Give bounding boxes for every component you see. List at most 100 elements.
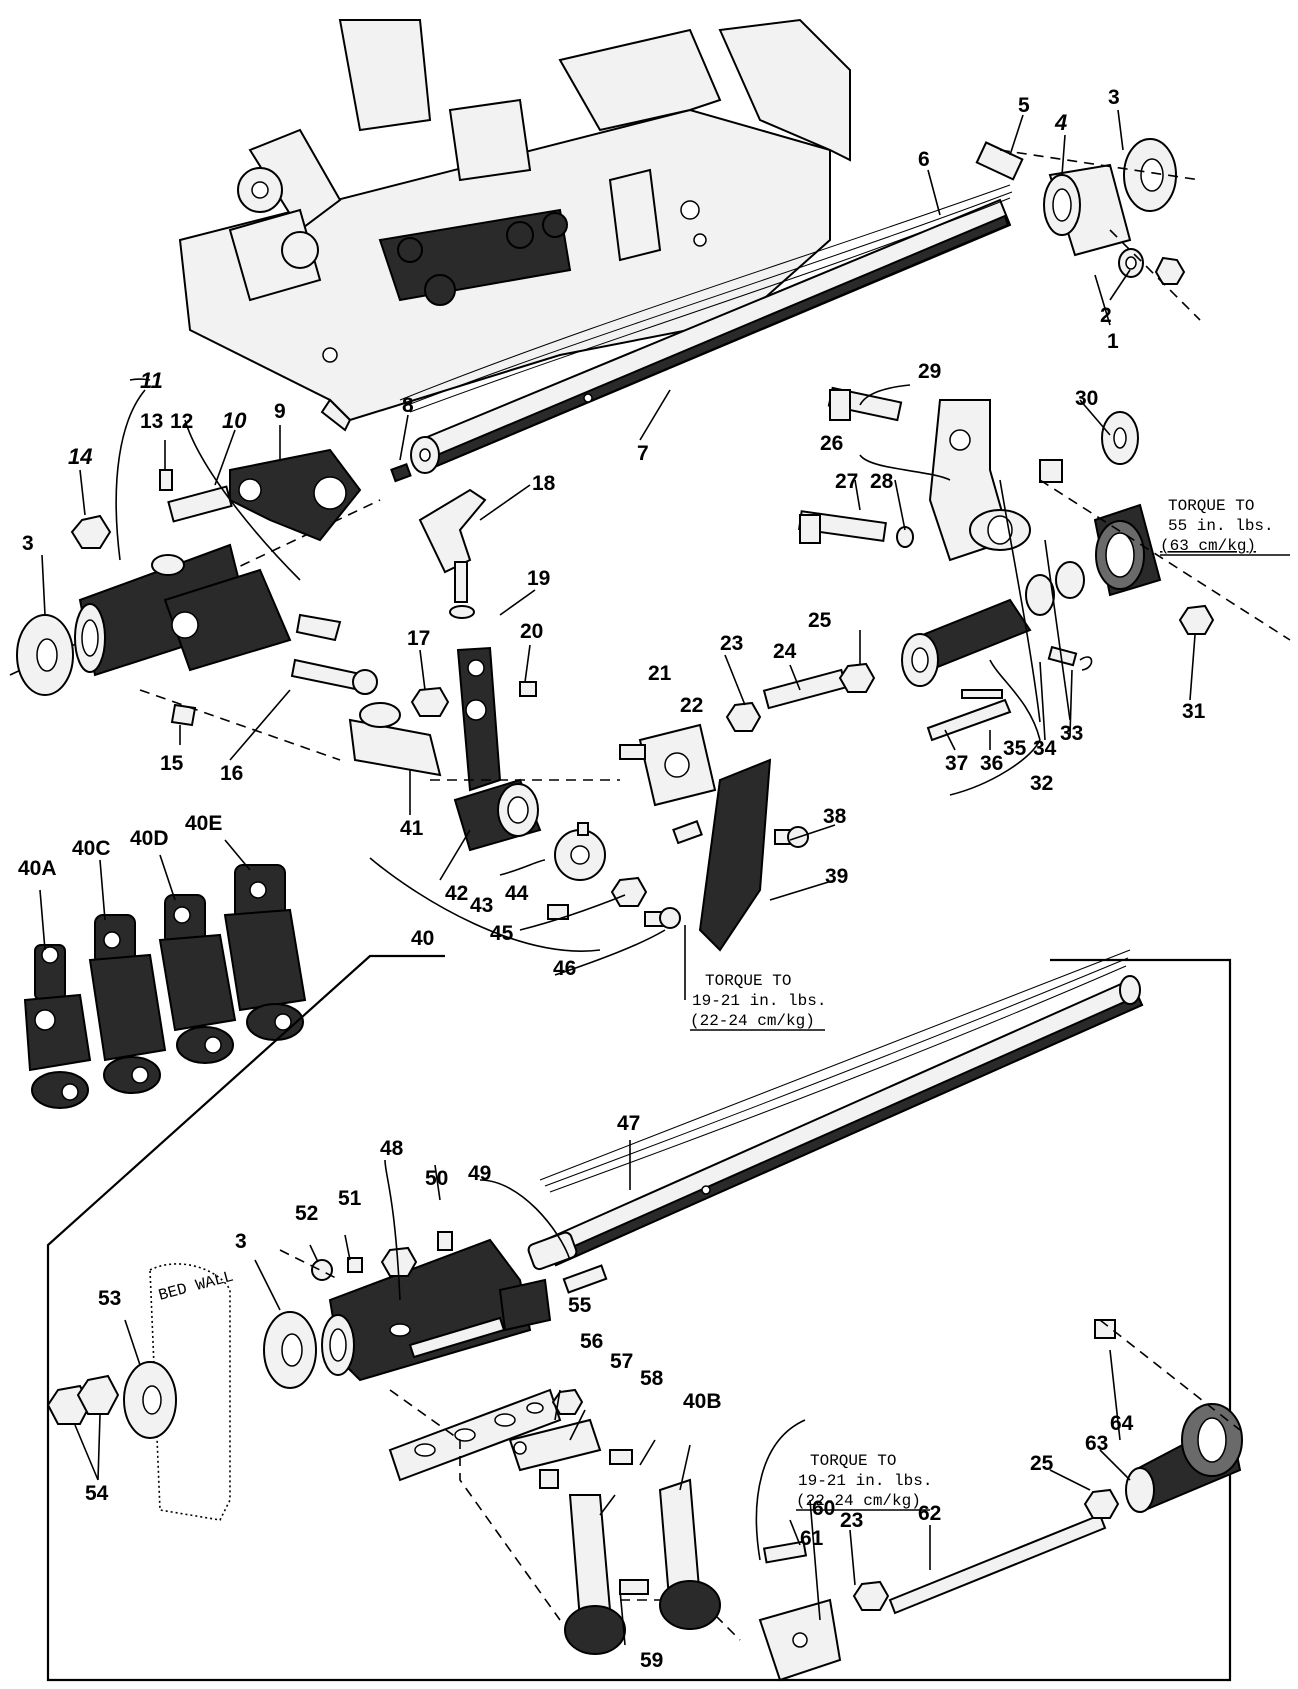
upper-shaft-group xyxy=(399,138,1201,474)
part-number-labels: 1 2 3 4 5 6 7 8 9 10 11 12 13 14 3 15 16… xyxy=(18,86,1206,1672)
label-50: 50 xyxy=(425,1167,448,1190)
label-23b: 23 xyxy=(840,1509,863,1532)
label-40b: 40B xyxy=(683,1390,722,1413)
torque-note-upper: TORQUE TO 55 in. lbs. (63 cm/kg) xyxy=(1160,497,1290,556)
label-40e: 40E xyxy=(185,812,222,835)
torque-middle-line-2: 19-21 in. lbs. xyxy=(692,992,826,1010)
label-36: 36 xyxy=(980,752,1003,775)
torque-note-lower: TORQUE TO 19-21 in. lbs. (22-24 cm/kg) xyxy=(796,1452,932,1511)
label-35: 35 xyxy=(1003,737,1027,760)
label-10: 10 xyxy=(222,408,247,433)
lower-variant-parts xyxy=(508,1319,1243,1682)
torque-upper-line-3: (63 cm/kg) xyxy=(1160,537,1256,555)
label-60: 60 xyxy=(812,1497,835,1520)
label-4: 4 xyxy=(1054,110,1067,135)
label-33: 33 xyxy=(1060,722,1083,745)
label-20: 20 xyxy=(520,620,543,643)
label-9: 9 xyxy=(274,400,286,423)
label-30: 30 xyxy=(1075,387,1098,410)
torque-middle-line-1: TORQUE TO xyxy=(705,972,791,990)
label-40a: 40A xyxy=(18,857,57,880)
variant-40c-part xyxy=(88,914,167,1094)
label-39: 39 xyxy=(825,865,848,888)
left-looper-assembly xyxy=(9,448,412,761)
label-49: 49 xyxy=(468,1162,491,1185)
label-16: 16 xyxy=(220,762,243,785)
lower-inset-frame xyxy=(46,857,1232,1682)
label-25b: 25 xyxy=(1030,1452,1054,1475)
connecting-rod-assembly xyxy=(619,662,876,952)
label-3c: 3 xyxy=(235,1230,247,1253)
label-27: 27 xyxy=(835,470,858,493)
label-28: 28 xyxy=(870,470,894,493)
label-22: 22 xyxy=(680,694,703,717)
label-26: 26 xyxy=(820,432,843,455)
label-58: 58 xyxy=(640,1367,664,1390)
label-1: 1 xyxy=(1107,330,1119,353)
label-59: 59 xyxy=(640,1649,663,1672)
label-34: 34 xyxy=(1033,737,1057,760)
label-18: 18 xyxy=(532,472,556,495)
label-40d: 40D xyxy=(130,827,169,850)
label-51: 51 xyxy=(338,1187,362,1210)
label-42: 42 xyxy=(445,882,468,905)
label-38: 38 xyxy=(823,805,847,828)
label-12: 12 xyxy=(170,410,193,433)
looper-holder-variants xyxy=(23,864,307,1109)
label-48: 48 xyxy=(380,1137,404,1160)
torque-upper-line-1: TORQUE TO xyxy=(1168,497,1254,515)
label-32: 32 xyxy=(1030,772,1053,795)
label-11: 11 xyxy=(140,368,163,393)
label-40: 40 xyxy=(411,927,434,950)
label-29: 29 xyxy=(918,360,941,383)
label-31: 31 xyxy=(1182,700,1206,723)
label-6: 6 xyxy=(918,148,930,171)
leader-lines xyxy=(39,109,1196,1646)
label-15: 15 xyxy=(160,752,184,775)
variant-40e-part xyxy=(223,864,307,1041)
label-3a: 3 xyxy=(1108,86,1120,109)
label-61: 61 xyxy=(800,1527,824,1550)
variant-40a-part xyxy=(23,944,92,1109)
label-13: 13 xyxy=(140,410,163,433)
torque-lower-line-3: (22-24 cm/kg) xyxy=(796,1492,921,1510)
label-47: 47 xyxy=(617,1112,640,1135)
label-44: 44 xyxy=(505,882,529,905)
torque-lower-line-1: TORQUE TO xyxy=(810,1452,896,1470)
label-40c: 40C xyxy=(72,837,111,860)
label-53: 53 xyxy=(98,1287,121,1310)
label-3b: 3 xyxy=(22,532,34,555)
label-64: 64 xyxy=(1110,1412,1134,1435)
label-21: 21 xyxy=(648,662,672,685)
label-41: 41 xyxy=(400,817,424,840)
label-25a: 25 xyxy=(808,609,832,632)
bed-wall-label: BED WALL xyxy=(157,1268,236,1305)
label-24: 24 xyxy=(773,640,797,663)
label-52: 52 xyxy=(295,1202,318,1225)
label-46: 46 xyxy=(553,957,576,980)
label-57: 57 xyxy=(610,1350,633,1373)
label-14: 14 xyxy=(68,444,92,469)
machine-bed-illustration xyxy=(178,18,851,432)
label-43: 43 xyxy=(470,894,493,917)
label-54: 54 xyxy=(85,1482,109,1505)
label-17: 17 xyxy=(407,627,430,650)
label-37: 37 xyxy=(945,752,968,775)
center-crank-assembly xyxy=(348,488,681,929)
label-8: 8 xyxy=(402,394,414,417)
label-2: 2 xyxy=(1100,304,1112,327)
label-62: 62 xyxy=(918,1502,941,1525)
label-19: 19 xyxy=(527,567,550,590)
torque-middle-line-3: (22-24 cm/kg) xyxy=(690,1012,815,1030)
lower-shaft-group: BED WALL xyxy=(46,949,1144,1641)
torque-note-middle: TORQUE TO 19-21 in. lbs. (22-24 cm/kg) xyxy=(690,972,826,1031)
label-23a: 23 xyxy=(720,632,743,655)
label-45: 45 xyxy=(490,922,514,945)
label-63: 63 xyxy=(1085,1432,1108,1455)
right-crank-assembly xyxy=(798,386,1291,742)
label-7: 7 xyxy=(637,442,649,465)
label-55: 55 xyxy=(568,1294,592,1317)
label-56: 56 xyxy=(580,1330,603,1353)
torque-lower-line-2: 19-21 in. lbs. xyxy=(798,1472,932,1490)
